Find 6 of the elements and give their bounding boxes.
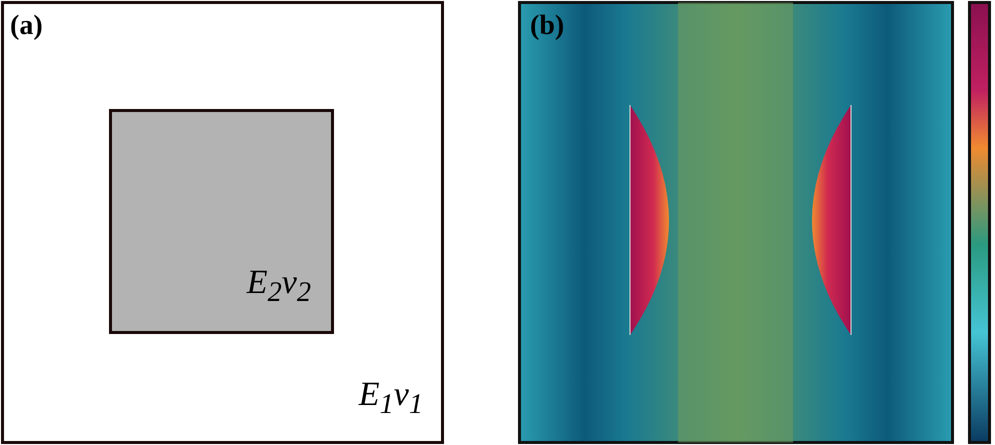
panel-label: (b) bbox=[530, 12, 564, 40]
material-label: E$_{1}$ν$_{1}$ bbox=[358, 378, 423, 419]
material-label: E$_{2}$ν$_{2}$ bbox=[246, 266, 311, 307]
outer-square bbox=[1, 1, 444, 444]
panel-label: (a) bbox=[10, 12, 43, 40]
inner-square bbox=[109, 109, 334, 334]
